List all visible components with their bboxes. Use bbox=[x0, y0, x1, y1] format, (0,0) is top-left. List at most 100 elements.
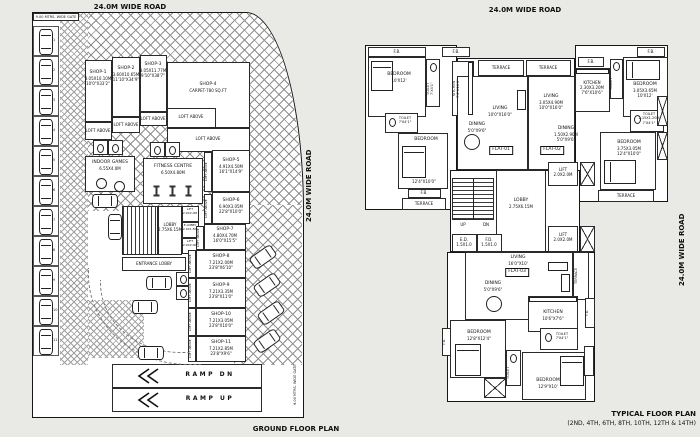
duct-shaft bbox=[484, 378, 506, 398]
car-icon bbox=[108, 214, 122, 240]
flat2-living-dining-room bbox=[528, 76, 575, 170]
car-icon bbox=[39, 179, 53, 205]
ramp-dn-chevron-icon bbox=[137, 368, 159, 384]
stall-number: 1 bbox=[53, 38, 56, 42]
terrace-label: TERRACE bbox=[574, 267, 578, 285]
ground-plan-title: GROUND FLOOR PLAN bbox=[252, 425, 340, 433]
car-icon bbox=[39, 269, 53, 295]
toilet-icon bbox=[180, 275, 187, 284]
kitchen-3-room bbox=[528, 296, 578, 332]
loft-above-label: LOFT ABOVE bbox=[188, 312, 192, 332]
car-icon bbox=[39, 239, 53, 265]
car-icon bbox=[39, 209, 53, 235]
flower-bed-label: F.B. bbox=[587, 59, 595, 64]
sofa-icon bbox=[517, 90, 526, 110]
shop-3-room bbox=[140, 55, 167, 112]
loft-above-strip bbox=[204, 194, 212, 224]
stall-number: 7 bbox=[53, 218, 56, 222]
lift-room bbox=[182, 206, 199, 222]
lobby-room bbox=[158, 206, 182, 255]
loft-above-label: LOFT ABOVE bbox=[140, 116, 166, 121]
loft-above-label: LOFT ABOVE bbox=[178, 114, 204, 119]
bedroom-2-dim-label: 12'4"X10'0" bbox=[412, 179, 436, 184]
bed-icon bbox=[371, 61, 393, 91]
flower-bed bbox=[442, 47, 470, 57]
gate-top-label: 9.00 MTRS. WIDE GATE bbox=[35, 14, 77, 19]
loft-above-label: LOFT ABOVE bbox=[85, 128, 111, 133]
toilet-icon bbox=[510, 354, 517, 363]
lift-room bbox=[548, 226, 578, 252]
loft-above-strip bbox=[196, 226, 204, 250]
terrace-room bbox=[478, 60, 524, 76]
stairs-dn-label: DN bbox=[482, 222, 490, 227]
flower-bed-label: F.B. bbox=[420, 190, 428, 195]
terrace-label: TERRACE bbox=[414, 201, 434, 206]
loft-above-label: LOFT ABOVE bbox=[188, 339, 192, 359]
terrace-label: TERRACE bbox=[616, 193, 636, 198]
flower-bed bbox=[442, 328, 451, 356]
shop-6-room bbox=[212, 192, 250, 224]
games-table-icon bbox=[114, 181, 125, 192]
toilet-5-label: TOILET bbox=[506, 366, 510, 380]
flat-02-tag: FLAT-02 bbox=[540, 146, 564, 155]
terrace-room bbox=[598, 190, 654, 202]
bed-icon bbox=[626, 60, 660, 80]
flat-03-tag: FLAT-03 bbox=[505, 268, 529, 277]
loft-above-room bbox=[167, 108, 216, 128]
car-icon bbox=[138, 346, 164, 360]
ramp-dn-label: RAMP DN bbox=[185, 371, 235, 378]
loft-above-room bbox=[140, 112, 167, 126]
toilet-icon bbox=[634, 115, 641, 124]
loft-above-label: LOFT ABOVE bbox=[113, 122, 139, 127]
typical-plan-title: TYPICAL FLOOR PLAN bbox=[611, 410, 696, 418]
typical-plan-subtitle: (2ND, 4TH, 6TH, 8TH, 10TH, 12TH & 14TH) bbox=[567, 420, 696, 427]
toilet-3-label: TOILET bbox=[609, 77, 613, 91]
toilet-icon bbox=[545, 333, 552, 342]
gate-bottom-label: 9.00 MTRS. WIDE GATE bbox=[293, 364, 297, 406]
stall-number: 3 bbox=[53, 98, 56, 102]
toilet-icon bbox=[430, 63, 437, 72]
loft-above-label: LOFT ABOVE bbox=[196, 228, 200, 248]
car-icon bbox=[92, 194, 118, 208]
toilet-icon bbox=[97, 144, 104, 153]
gym-equipment-icon bbox=[187, 186, 190, 196]
loft-above-label: LOFT ABOVE bbox=[204, 162, 208, 182]
toilet-icon bbox=[112, 144, 119, 153]
flower-bed bbox=[584, 346, 594, 376]
shop-9-room bbox=[196, 278, 246, 308]
toilet-1-room bbox=[426, 59, 440, 107]
staircase bbox=[122, 206, 158, 255]
stairs-up-label: UP bbox=[460, 222, 466, 227]
indoor-games-room bbox=[85, 156, 135, 192]
car-icon bbox=[146, 276, 172, 290]
gym-equipment-icon bbox=[155, 186, 158, 196]
terrace-label: TERRACE bbox=[538, 65, 558, 70]
paving-hatch-left-strip bbox=[60, 13, 88, 365]
dining-table-icon bbox=[464, 134, 480, 150]
flower-bed-label: F.B. bbox=[442, 338, 446, 346]
flower-bed-label: F.B. bbox=[585, 309, 589, 317]
bed-icon bbox=[604, 160, 636, 184]
loft-above-room bbox=[167, 128, 250, 152]
flower-bed bbox=[368, 47, 426, 57]
loft-above-label: LOFT ABOVE bbox=[195, 136, 221, 141]
duct-shaft bbox=[580, 226, 595, 252]
sofa-icon bbox=[561, 274, 570, 292]
